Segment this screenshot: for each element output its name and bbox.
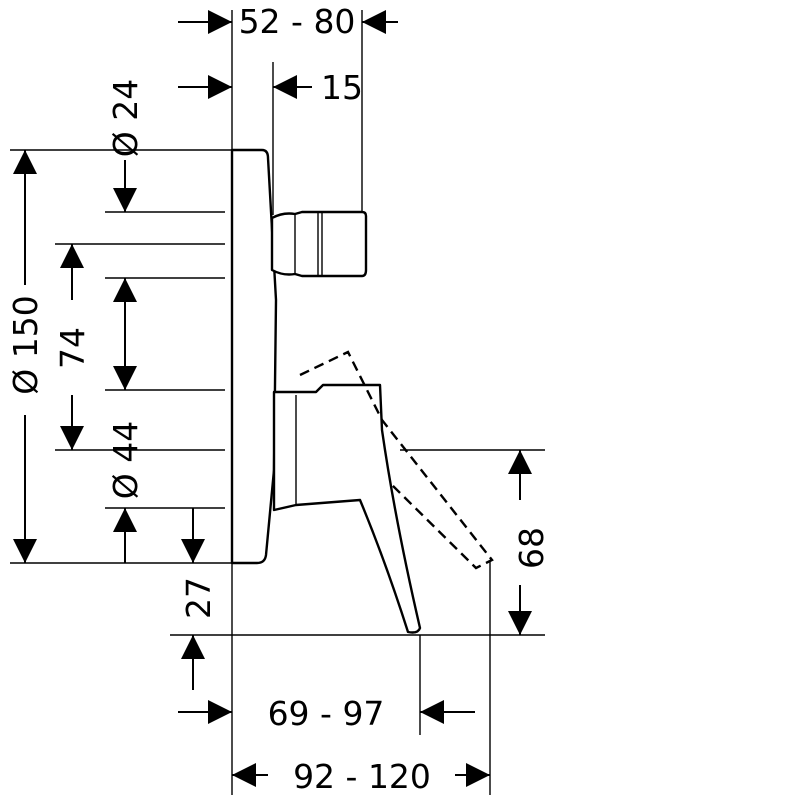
dimension-labels: 52 - 80 15 Ø 24 Ø 150 74 Ø 44 27 68 69 -…: [6, 2, 551, 796]
arrowheads: [13, 10, 532, 787]
dim-label-dia-44: Ø 44: [106, 421, 145, 499]
dim-label-27: 27: [179, 577, 218, 619]
lever-alt-position: [299, 350, 494, 570]
dim-label-52-80: 52 - 80: [239, 2, 356, 41]
dim-label-dia-150: Ø 150: [6, 295, 45, 394]
dim-label-68: 68: [512, 527, 551, 569]
escutcheon-plate: [230, 148, 278, 565]
dim-label-15: 15: [321, 68, 363, 107]
dim-label-74: 74: [53, 327, 92, 369]
dim-label-69-97: 69 - 97: [268, 694, 385, 733]
faucet-outline: [230, 148, 494, 634]
dim-label-92-120: 92 - 120: [293, 757, 431, 796]
dim-label-dia-24: Ø 24: [106, 79, 145, 157]
lever-handle: [272, 383, 422, 634]
diverter-knob: [270, 210, 368, 278]
